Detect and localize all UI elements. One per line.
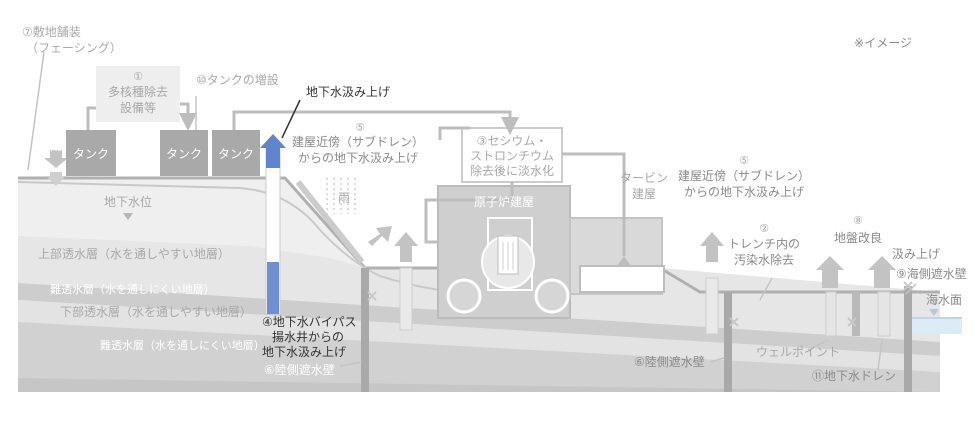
trench-label-1: トレンチ内の	[728, 237, 800, 251]
alps-box	[96, 66, 180, 122]
well-point-1	[825, 291, 837, 337]
leader-lines	[27, 51, 917, 371]
gw-pumpup-label: 地下水汲み上げ	[306, 85, 390, 99]
bypass-well-water	[267, 262, 279, 314]
x-mark-1	[367, 291, 377, 301]
subdrain-pit-right	[705, 277, 719, 335]
gw-drain-pit	[877, 291, 891, 337]
paving-sub-label: （フェーシング）	[26, 41, 122, 55]
seaside-wall-label: ⑨海側遮水壁	[896, 266, 967, 281]
alps-label-2: 設備等	[120, 100, 156, 115]
rain-left-label: 雨	[50, 139, 62, 153]
tank-add-label: ⑩タンクの増設	[196, 72, 279, 87]
groundwater-level-label: 地下水位	[104, 194, 152, 209]
landside-wall-right	[724, 292, 732, 392]
lower-aquifer-label: 下部透水層（水を通しやすい地層）	[60, 304, 252, 319]
aquitard-2-label: 難透水層（水を通しにくい地層）	[100, 339, 265, 352]
rain-mid-diagonal-arrow	[368, 226, 392, 246]
subdrain-right-up-arrow	[700, 232, 724, 262]
subdrain-right-label-2: からの地下水汲み上げ	[684, 185, 804, 199]
subdrain-left-up-arrow	[394, 232, 418, 262]
sea-area	[912, 318, 962, 334]
well-point-label: ウェルポイント	[756, 345, 840, 359]
subdrain-right-num: ⑤	[739, 154, 749, 167]
alps-num: ①	[133, 70, 143, 83]
cesium-label-1: ③セシウム・	[477, 134, 548, 148]
pumpup-right-up-arrow	[868, 256, 896, 288]
tank-3-label: タンク	[218, 147, 254, 161]
lower-aquifer-layer	[18, 300, 940, 372]
flow-lines	[86, 102, 626, 256]
suppression-chamber-left	[446, 278, 482, 314]
tank-1	[66, 130, 116, 176]
aquitard-1-label: 難透水層（水を通しにくい地層）	[50, 283, 215, 296]
tank-2-label: タンク	[166, 147, 202, 161]
suppression-chamber-right	[534, 278, 570, 314]
ground-improve-num: ⑧	[853, 214, 863, 227]
rain-down-arrow-2	[46, 172, 66, 186]
cesium-box	[461, 127, 563, 183]
tank-1-label: タンク	[73, 147, 109, 161]
turbine-building-basement	[579, 265, 665, 293]
ground-improve-up-arrow	[816, 256, 844, 288]
image-note: ※イメージ	[854, 36, 912, 50]
bypass-label-1: ④地下水バイパス	[262, 315, 357, 329]
trench-label-2: 汚染水除去	[734, 252, 794, 267]
bypass-label-2: 揚水井からの	[272, 330, 344, 344]
landside-wall-left	[361, 268, 369, 392]
tank-2	[160, 130, 208, 176]
bypass-blue-up-arrow	[260, 134, 286, 168]
subdrain-pit-left	[399, 267, 413, 331]
pumpup-right-label: 汲み上げ	[892, 247, 940, 261]
x-mark-3	[847, 317, 857, 327]
subdrain-left-num: ⑤	[355, 121, 365, 134]
cesium-label-3: 除去後に淡水化	[470, 163, 554, 178]
ground-improve-pile	[852, 292, 860, 336]
alps-label-1: 多核種除去	[108, 84, 168, 99]
slope-paving	[295, 180, 365, 264]
tank-3	[212, 130, 260, 176]
groundwater-level-marker	[123, 213, 133, 220]
rain-dashes	[326, 178, 356, 214]
trench-num: ②	[759, 222, 769, 235]
cesium-label-2: ストロンチウム	[470, 149, 554, 163]
aquitard-layer-2	[18, 322, 940, 392]
upper-aquifer-label: 上部透水層（水を通しやすい地層）	[38, 246, 230, 261]
sea-level-label: 海水面	[926, 292, 962, 307]
subdrain-left-label-1: 建屋近傍（サブドレン）	[292, 134, 424, 149]
turbine-label-2: 建屋	[632, 187, 656, 201]
sea-level-marker	[929, 309, 939, 316]
aquitard-layer-1	[18, 283, 940, 356]
subdrain-left-label-2: からの地下水汲み上げ	[298, 151, 418, 165]
bypass-label-3: 地下水汲み上げ	[262, 345, 346, 359]
ground-improve-label: 地盤改良	[834, 230, 882, 245]
rain-left-arrow	[44, 150, 68, 168]
landside-wall-right-label: ⑥陸側遮水壁	[634, 354, 705, 369]
turbine-roof-arrow	[617, 256, 631, 266]
bypass-pointer	[281, 99, 301, 139]
turbine-label-1: タービン	[620, 171, 668, 185]
gw-drain-label: ⑪地下水ドレン	[812, 369, 896, 383]
seaside-wall	[904, 286, 912, 392]
rain-mid-label: 雨	[338, 191, 350, 205]
paving-label: ⑦敷地舗装	[22, 24, 81, 39]
subdrain-right-label-1: 建屋近傍（サブドレン）	[678, 168, 810, 183]
landside-wall-left-label: ⑥陸側遮水壁	[264, 362, 335, 377]
bedrock-layer	[18, 378, 940, 392]
reactor-label: 原子炉建屋	[474, 195, 534, 209]
x-mark-2	[729, 317, 739, 327]
